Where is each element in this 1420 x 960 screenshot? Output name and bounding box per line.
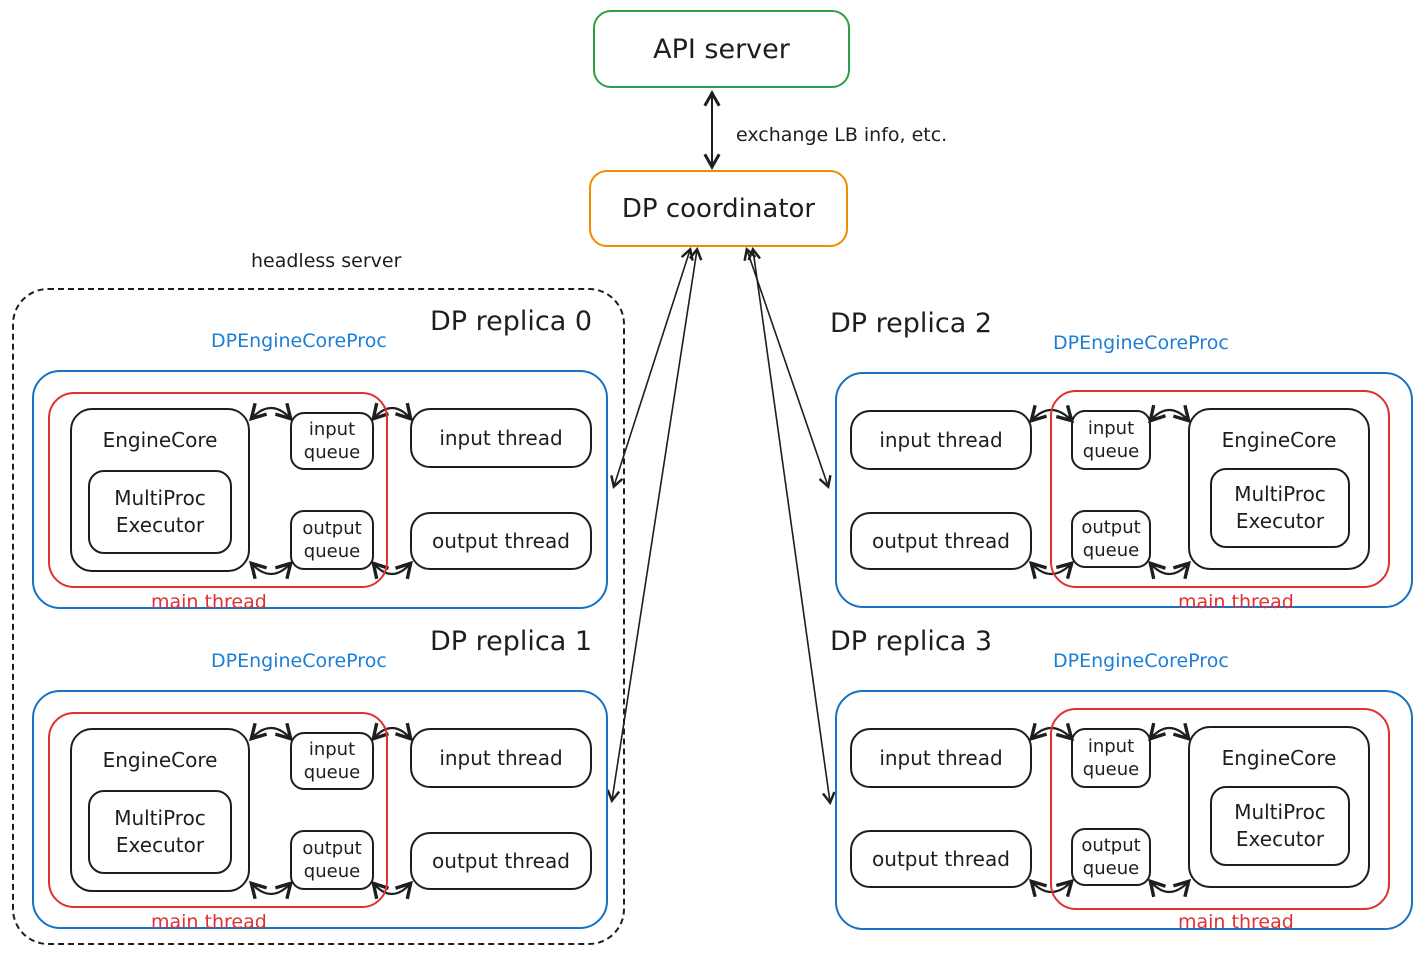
replica-1-multiproc-executor-label: MultiProc Executor [114, 806, 206, 857]
replica-3-multiproc-executor[interactable]: MultiProc Executor [1210, 786, 1350, 866]
replica-0-engine-core-label: EngineCore [102, 428, 218, 452]
replica-3-output-thread[interactable]: output thread [850, 830, 1032, 888]
replica-1-title: DP replica 1 [430, 626, 593, 657]
replica-3-input-queue[interactable]: input queue [1071, 728, 1151, 788]
replica-1-proc-box [32, 690, 608, 929]
replica-0-output-queue-label: output queue [302, 517, 362, 562]
replica-0-input-queue[interactable]: input queue [290, 412, 374, 470]
replica-0-multiproc-executor[interactable]: MultiProc Executor [88, 470, 232, 554]
replica-1-output-thread[interactable]: output thread [410, 832, 592, 890]
arrow-coordinator-replica-2 [743, 246, 832, 490]
replica-0-main-thread-box [48, 392, 388, 588]
replica-3-proc-label: DPEngineCoreProc [1053, 650, 1229, 672]
replica-1-input-queue[interactable]: input queue [290, 732, 374, 790]
replica-2-output-thread[interactable]: output thread [850, 512, 1032, 570]
replica-3-engine-core-label: EngineCore [1221, 746, 1337, 770]
replica-1-output-queue-label: output queue [302, 837, 362, 882]
replica-0-proc-box [32, 370, 608, 609]
replica-2-proc-box [835, 372, 1413, 608]
replica-1-engine-core-label: EngineCore [102, 748, 218, 772]
replica-2-engine-core[interactable]: EngineCore [1188, 408, 1370, 570]
exchange-info-label: exchange LB info, etc. [736, 124, 948, 146]
replica-2-main-thread-label: main thread [1178, 591, 1294, 613]
replica-2-title: DP replica 2 [830, 308, 993, 339]
replica-1-output-thread-label: output thread [432, 849, 570, 873]
replica-2-proc-label: DPEngineCoreProc [1053, 332, 1229, 354]
replica-1-input-queue-label: input queue [303, 738, 361, 783]
replica-0-input-queue-label: input queue [303, 418, 361, 463]
replica-2-input-thread-label: input thread [879, 428, 1003, 452]
replica-3-output-queue[interactable]: output queue [1071, 828, 1151, 886]
replica-3-main-thread-label: main thread [1178, 911, 1294, 933]
replica-1-multiproc-executor[interactable]: MultiProc Executor [88, 790, 232, 874]
api-server-node[interactable]: API server [593, 10, 850, 88]
replica-3-engine-core[interactable]: EngineCore [1188, 726, 1370, 888]
replica-2-multiproc-executor[interactable]: MultiProc Executor [1210, 468, 1350, 548]
replica-1-input-thread-label: input thread [439, 746, 563, 770]
replica-2-multiproc-executor-label: MultiProc Executor [1234, 482, 1326, 533]
replica-3-input-thread[interactable]: input thread [850, 728, 1032, 788]
replica-1-input-thread[interactable]: input thread [410, 728, 592, 788]
replica-0-title: DP replica 0 [430, 306, 593, 337]
replica-2-engine-core-label: EngineCore [1221, 428, 1337, 452]
dp-coordinator-label: DP coordinator [621, 193, 816, 224]
dp-coordinator-node[interactable]: DP coordinator [589, 170, 848, 247]
replica-3-multiproc-executor-label: MultiProc Executor [1234, 800, 1326, 851]
replica-3-output-queue-label: output queue [1081, 834, 1141, 879]
replica-3-proc-box [835, 690, 1413, 930]
replica-0-proc-label: DPEngineCoreProc [211, 330, 387, 352]
replica-0-engine-core[interactable]: EngineCore [70, 408, 250, 572]
api-server-label: API server [653, 33, 790, 65]
replica-1-proc-label: DPEngineCoreProc [211, 650, 387, 672]
replica-1-engine-core[interactable]: EngineCore [70, 728, 250, 892]
replica-0-main-thread-label: main thread [151, 591, 267, 613]
replica-0-input-thread-label: input thread [439, 426, 563, 450]
replica-2-input-queue[interactable]: input queue [1071, 410, 1151, 470]
arrow-coordinator-replica-3 [747, 246, 836, 806]
replica-2-output-thread-label: output thread [872, 529, 1010, 553]
replica-2-input-thread[interactable]: input thread [850, 410, 1032, 470]
replica-0-output-thread-label: output thread [432, 529, 570, 553]
replica-0-input-thread[interactable]: input thread [410, 408, 592, 468]
replica-1-output-queue[interactable]: output queue [290, 830, 374, 890]
replica-2-input-queue-label: input queue [1082, 417, 1140, 462]
replica-3-title: DP replica 3 [830, 626, 993, 657]
replica-1-main-thread-label: main thread [151, 911, 267, 933]
replica-3-main-thread-box [1050, 708, 1390, 910]
replica-3-input-thread-label: input thread [879, 746, 1003, 770]
replica-0-output-thread[interactable]: output thread [410, 512, 592, 570]
replica-1-main-thread-box [48, 712, 388, 908]
arrow-coordinator-replica-0 [610, 246, 694, 490]
replica-0-output-queue[interactable]: output queue [290, 510, 374, 570]
headless-server-boundary [12, 288, 625, 945]
replica-3-input-queue-label: input queue [1082, 735, 1140, 780]
replica-3-output-thread-label: output thread [872, 847, 1010, 871]
headless-server-label: headless server [251, 250, 402, 272]
replica-0-multiproc-executor-label: MultiProc Executor [114, 486, 206, 537]
replica-2-main-thread-box [1050, 390, 1390, 588]
replica-2-output-queue[interactable]: output queue [1071, 510, 1151, 568]
replica-2-output-queue-label: output queue [1081, 516, 1141, 561]
